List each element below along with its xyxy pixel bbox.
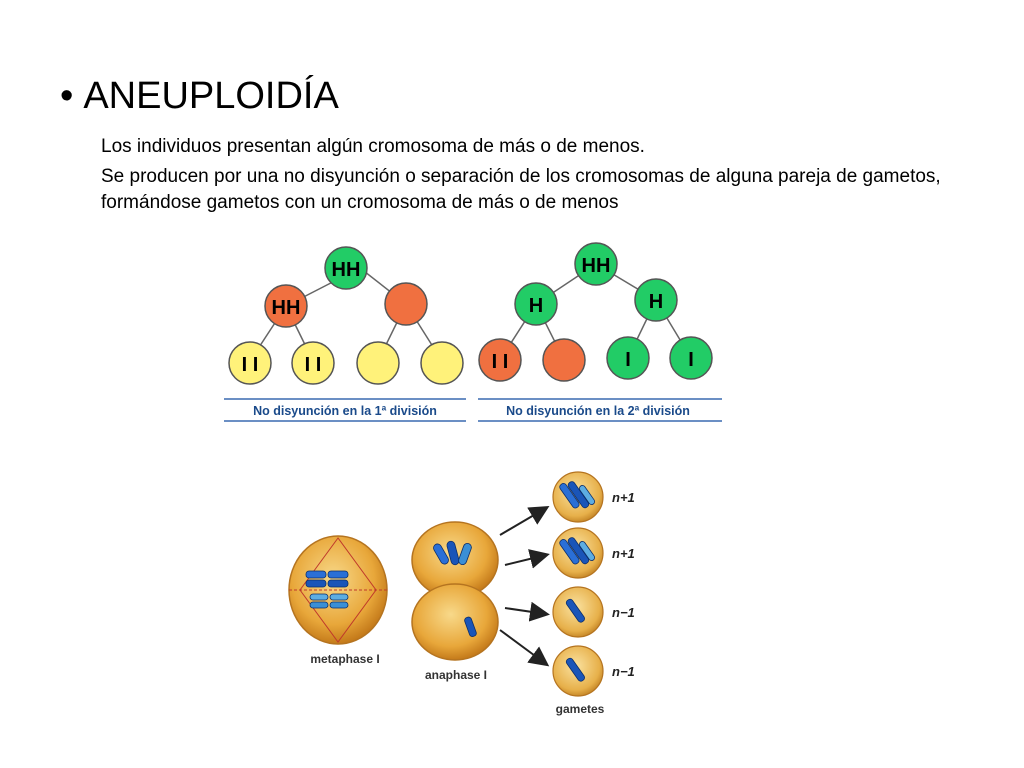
gamete-2 [552, 527, 604, 579]
arrow-gamete-4 [499, 629, 550, 667]
tree1-caption: No disyunción en la 1ª división [253, 404, 437, 418]
tree1-root-cell [324, 246, 368, 290]
slide-description: Los individuos presentan algún cromosoma… [101, 134, 981, 220]
tree2-root-cell [574, 242, 618, 286]
tree1-root-label: HH [332, 259, 361, 281]
tree2-leaf-4-label: I [688, 349, 694, 371]
gamete-1-label: n+1 [612, 490, 635, 505]
tree1-leaf-1 [228, 341, 272, 385]
metaphase-label: metaphase I [310, 652, 379, 666]
arrow-gamete-1 [499, 505, 550, 536]
gametes-label: gametes [556, 702, 605, 716]
paragraph-1: Los individuos presentan algún cromosoma… [101, 136, 645, 157]
title-bullet: • [60, 75, 74, 117]
tree-first-division: HH HH I I I I No disyunción en la 1ª div… [224, 246, 466, 422]
tree1-level2-cell-right [384, 282, 428, 326]
gamete-2-label: n+1 [612, 546, 635, 561]
arrow-gamete-2 [504, 549, 550, 569]
slide-title: ANEUPLOIDÍA [83, 75, 339, 117]
tree2-level2-label-right: H [649, 291, 663, 313]
tree2-caption: No disyunción en la 2ª división [506, 404, 690, 418]
tree2-level2-label-left: H [529, 295, 543, 317]
tree1-leaf-2-label: I I [305, 354, 322, 376]
tree-second-division: HH H H I I I I No disyunción en la 2ª di… [478, 242, 722, 422]
tree2-leaf-3-label: I [625, 349, 631, 371]
tree2-leaf-4 [669, 336, 713, 380]
tree1-leaf-1-label: I I [242, 354, 259, 376]
meiosis-figure: metaphase I anaphase I n+1 [288, 471, 635, 716]
anaphase-label: anaphase I [425, 668, 487, 682]
gamete-4-label: n−1 [612, 664, 635, 679]
gamete-4 [552, 645, 604, 697]
tree1-level2-label-left: HH [272, 297, 301, 319]
tree1-leaf-3 [356, 341, 400, 385]
gamete-3-label: n−1 [612, 605, 635, 620]
gamete-1 [552, 471, 604, 523]
tree2-root-label: HH [582, 255, 611, 277]
tree1-leaf-4 [420, 341, 464, 385]
metaphase-cell [288, 535, 388, 645]
tree2-level2-cell-left [514, 282, 558, 326]
gamete-3 [552, 586, 604, 638]
paragraph-2: Se producen por una no disyunción o sepa… [101, 166, 941, 213]
tree2-leaf-1-label: I I [492, 351, 509, 373]
tree1-leaf-2 [291, 341, 335, 385]
anaphase-cell [411, 521, 499, 661]
tree2-leaf-1 [478, 338, 522, 382]
tree1-level2-cell-left [264, 284, 308, 328]
tree2-level2-cell-right [634, 278, 678, 322]
slide-title-row: •ANEUPLOIDÍA [60, 74, 339, 118]
arrow-gamete-3 [504, 601, 550, 622]
tree2-leaf-3 [606, 336, 650, 380]
tree2-leaf-2 [542, 338, 586, 382]
